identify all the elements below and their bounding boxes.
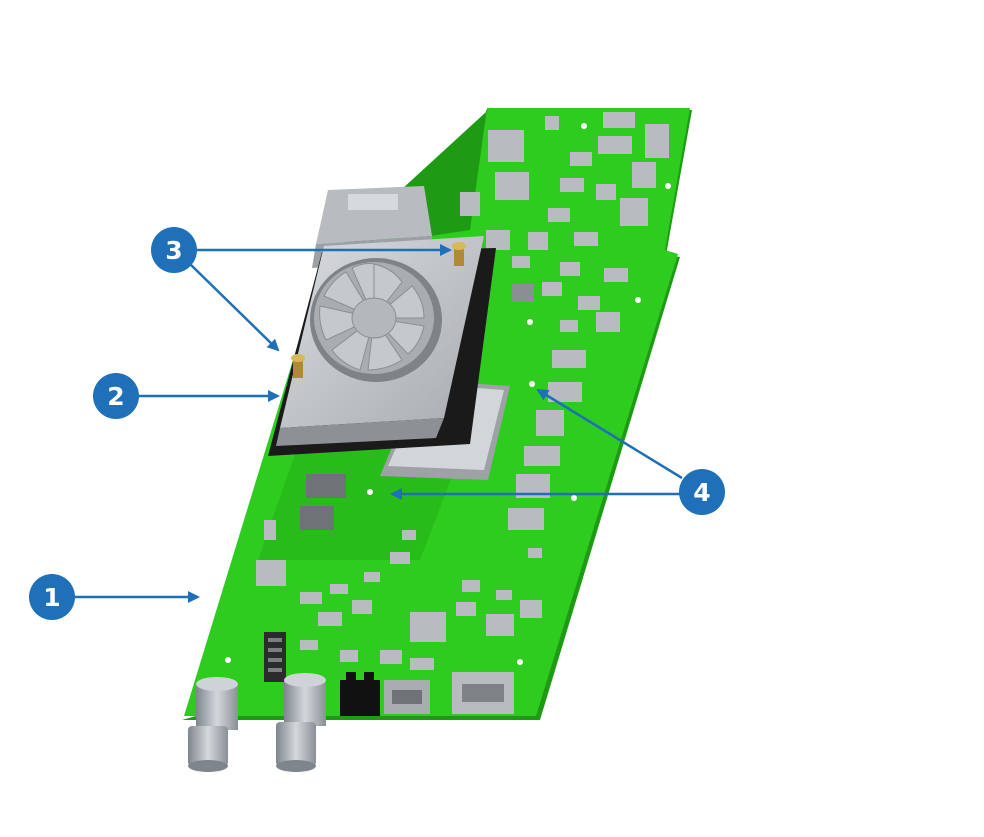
callout-label-2: 2 (107, 382, 124, 411)
memory-chips (300, 474, 346, 530)
numbered-circle-icon (29, 574, 75, 620)
callout-marker-4: 4 (679, 469, 725, 515)
power-connector (340, 672, 380, 716)
callout-marker-1: 1 (29, 574, 75, 620)
small-ic-upper (512, 284, 534, 302)
hdmi-port (452, 672, 514, 714)
numbered-circle-icon (679, 469, 725, 515)
numbered-circle-icon (151, 227, 197, 273)
smd-components-lower (256, 520, 542, 670)
cooling-fan (310, 258, 442, 382)
callout-label-4: 4 (693, 478, 710, 507)
bnc-connector-right (276, 673, 326, 772)
callout-arrows (74, 244, 683, 603)
header-connector (264, 632, 286, 682)
callout-label-3: 3 (165, 236, 182, 265)
numbered-circle-icon (93, 373, 139, 419)
usb-port (384, 680, 430, 714)
bnc-connector-left (188, 677, 238, 772)
heatsink-fan-assembly (268, 236, 496, 456)
callout-label-1: 1 (43, 583, 60, 612)
callout-marker-2: 2 (93, 373, 139, 419)
callout-4-arrow-a (536, 388, 683, 480)
callout-marker-3: 3 (151, 227, 197, 273)
standoff-screw-left (291, 354, 305, 378)
board-mounting-holes (225, 123, 671, 665)
callout-3-arrow-b (189, 263, 280, 352)
standoff-screw-top (452, 242, 466, 266)
